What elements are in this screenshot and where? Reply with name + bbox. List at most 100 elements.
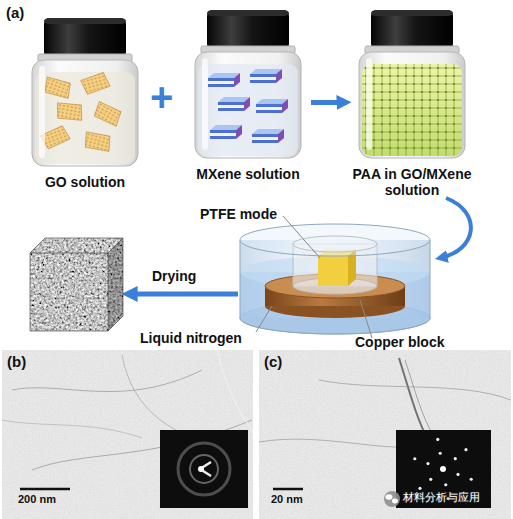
scale-bar xyxy=(20,488,70,491)
art-shape xyxy=(413,115,415,117)
art-shape xyxy=(445,83,447,85)
art-shape xyxy=(234,73,240,87)
art-shape xyxy=(454,457,457,460)
art-shape xyxy=(244,97,250,111)
art-shape xyxy=(240,224,430,256)
art-shape xyxy=(405,123,407,125)
image-panel: (c)20 nm xyxy=(259,350,511,519)
art-shape xyxy=(405,67,407,69)
vial-illustration xyxy=(347,2,477,164)
process-label: Drying xyxy=(152,268,196,284)
art-shape xyxy=(55,101,85,122)
art-shape xyxy=(381,67,383,69)
art-shape xyxy=(390,64,391,156)
art-shape xyxy=(2,350,253,519)
art-shape xyxy=(92,100,124,128)
art-shape xyxy=(208,81,234,84)
art-shape xyxy=(413,147,415,149)
art-shape xyxy=(445,123,447,125)
art-shape xyxy=(30,253,108,331)
art-shape xyxy=(256,99,288,113)
art-shape xyxy=(366,58,372,150)
art-shape xyxy=(421,91,423,93)
art-shape xyxy=(373,139,375,141)
art-shape xyxy=(437,75,439,77)
art-shape xyxy=(453,123,455,125)
art-shape xyxy=(397,75,399,77)
art-shape xyxy=(440,466,446,472)
art-shape xyxy=(208,78,234,81)
art-shape xyxy=(413,139,415,141)
art-shape xyxy=(405,107,407,109)
art-shape xyxy=(439,452,442,455)
art-shape xyxy=(445,99,447,101)
art-shape xyxy=(397,147,399,149)
art-shape xyxy=(421,139,423,141)
art-shape xyxy=(259,350,511,519)
art-shape xyxy=(413,67,415,69)
art-shape xyxy=(283,216,320,258)
aerogel-cube xyxy=(30,238,123,331)
art-shape xyxy=(405,139,407,141)
art-shape xyxy=(210,130,236,133)
art-shape xyxy=(397,115,399,117)
art-shape xyxy=(447,497,450,500)
art-shape xyxy=(446,64,447,156)
art-shape xyxy=(413,83,415,85)
art-shape xyxy=(453,99,455,101)
panel-letter: (a) xyxy=(6,4,24,21)
art-shape xyxy=(470,478,473,481)
art-shape xyxy=(373,123,375,125)
art-shape xyxy=(389,91,391,93)
art-shape xyxy=(42,75,73,100)
art-shape xyxy=(438,64,439,156)
art-shape xyxy=(453,67,455,69)
art-shape xyxy=(362,108,462,109)
art-shape xyxy=(453,91,455,93)
art-shape xyxy=(381,123,383,125)
art-shape xyxy=(430,64,431,156)
art-shape xyxy=(373,131,375,133)
art-shape xyxy=(422,64,423,156)
vial-node: GO solution xyxy=(22,10,148,206)
art-shape xyxy=(259,350,511,519)
art-shape xyxy=(389,123,391,125)
art-shape xyxy=(108,238,123,331)
art-shape xyxy=(397,107,399,109)
vial-node: PAA in GO/MXene solution xyxy=(347,2,477,202)
leader-lines xyxy=(256,216,372,338)
art-shape xyxy=(160,430,248,508)
plus-sign: + xyxy=(150,74,173,120)
art-shape xyxy=(381,91,383,93)
art-shape xyxy=(399,358,429,442)
art-shape xyxy=(362,124,462,125)
art-shape xyxy=(208,73,240,87)
art-shape xyxy=(108,238,123,331)
art-shape xyxy=(2,350,253,519)
art-shape xyxy=(218,97,250,111)
art-shape xyxy=(195,52,301,158)
art-shape xyxy=(381,107,383,109)
art-shape xyxy=(55,101,85,122)
art-shape xyxy=(362,100,462,101)
art-shape xyxy=(210,133,236,136)
art-shape xyxy=(40,72,124,153)
art-shape xyxy=(381,83,383,85)
art-shape xyxy=(373,75,375,77)
scale-label: 20 nm xyxy=(271,493,303,506)
art-shape xyxy=(360,300,372,338)
art-shape xyxy=(42,75,73,100)
art-shape xyxy=(389,115,391,117)
art-shape xyxy=(198,64,298,156)
art-shape xyxy=(218,108,244,111)
art-shape xyxy=(373,83,375,85)
art-shape xyxy=(386,494,393,500)
art-shape xyxy=(430,240,431,318)
art-shape xyxy=(445,107,447,109)
art-shape xyxy=(453,75,455,77)
art-shape xyxy=(259,439,419,447)
art-shape xyxy=(389,83,391,85)
